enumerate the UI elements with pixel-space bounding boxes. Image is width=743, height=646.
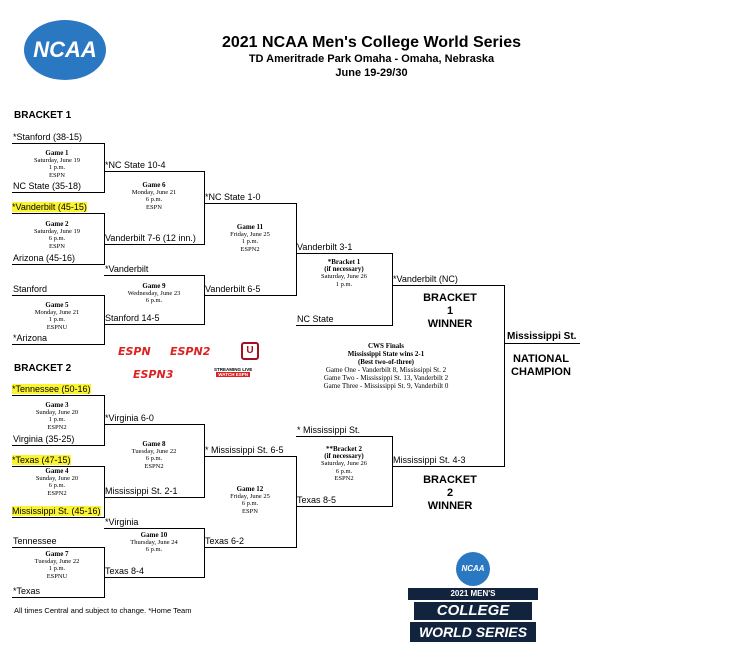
result-game7: Texas 8-4 — [105, 566, 145, 576]
champion-team: Mississippi St. — [507, 331, 577, 342]
cws-2021-logo: NCAA 2021 MEN'S COLLEGE WORLD SERIES — [408, 552, 538, 644]
espn-logo: ESPN — [118, 345, 151, 358]
result-game8: * Mississippi St. 6-5 — [205, 445, 284, 455]
team-arizona: *Arizona — [13, 333, 48, 343]
team-stanford: Stanford — [13, 284, 48, 294]
result-game3: *Virginia 6-0 — [105, 413, 154, 423]
result-game2: Vanderbilt 7-6 (12 inn.) — [105, 233, 196, 243]
bracket2-label: BRACKET 2 — [14, 363, 72, 374]
team-texas: *Texas — [13, 586, 41, 596]
bracket1-winner-team: *Vanderbilt (NC) — [393, 274, 458, 284]
result-game4: Mississippi St. 2-1 — [105, 486, 178, 496]
team-stanford-seed: *Stanford (38-15) — [13, 132, 83, 142]
result-game6-loser: *Vanderbilt — [105, 264, 149, 274]
result-game5: Stanford 14-5 — [105, 313, 160, 323]
result-bracket1-other: NC State — [297, 314, 334, 324]
result-game9: Vanderbilt 6-5 — [205, 284, 261, 294]
bracket-2-game-info: **Bracket 2(if necessary)Saturday, June … — [321, 445, 367, 482]
bracket1-label: BRACKET 1 — [14, 110, 72, 121]
espn3-logo: ESPN3 — [133, 368, 174, 381]
team-arizona-seed: Arizona (45-16) — [13, 253, 76, 263]
result-game10: Texas 6-2 — [205, 536, 245, 546]
team-mississippi-st-seed: Mississippi St. (45-16) — [12, 506, 101, 516]
espn2-logo: ESPN2 — [170, 345, 211, 358]
bracket-1-game-info: *Bracket 1(if necessary)Saturday, June 2… — [321, 258, 367, 288]
team-texas-seed: *Texas (47-15) — [12, 455, 71, 465]
result-game11: Vanderbilt 3-1 — [297, 242, 353, 252]
bracket2-winner-team: Mississippi St. 4-3 — [393, 455, 466, 465]
result-game12: Texas 8-5 — [297, 495, 337, 505]
u-logo: U — [241, 342, 259, 360]
page-title: 2021 NCAA Men's College World Series — [221, 34, 521, 51]
team-tennessee-seed: *Tennessee (50-16) — [12, 384, 91, 394]
team-virginia-seed: Virginia (35-25) — [13, 434, 75, 444]
team-vanderbilt-seed: *Vanderbilt (45-15) — [12, 202, 87, 212]
result-bracket2-other: * Mississippi St. — [297, 425, 361, 435]
footer-note: All times Central and subject to change.… — [14, 606, 192, 615]
result-game1: *NC State 10-4 — [105, 160, 166, 170]
ncaa-logo: NCAA — [24, 20, 106, 80]
team-ncstate-seed: NC State (35-18) — [13, 181, 82, 191]
dates: June 19-29/30 — [335, 67, 408, 79]
watch-espn-logo: STREAMING LIVE WATCH ESPN — [214, 367, 253, 377]
team-tennessee: Tennessee — [13, 536, 57, 546]
result-game6: *NC State 1-0 — [205, 192, 261, 202]
result-game8-loser: *Virginia — [105, 517, 139, 527]
venue: TD Ameritrade Park Omaha - Omaha, Nebras… — [248, 53, 495, 65]
